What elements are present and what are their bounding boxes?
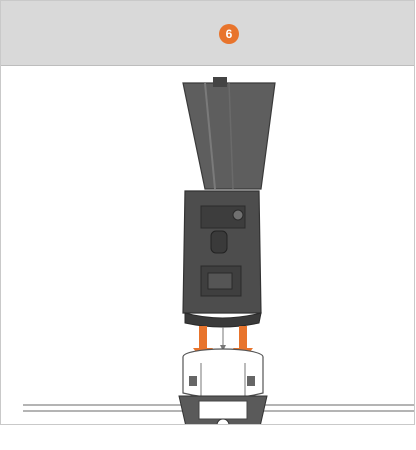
lens-shroud [183, 77, 275, 189]
mount-base [179, 349, 267, 425]
instruction-card: 6 [0, 0, 415, 425]
camera-mount-illustration [1, 1, 415, 425]
camera-body [183, 191, 261, 327]
